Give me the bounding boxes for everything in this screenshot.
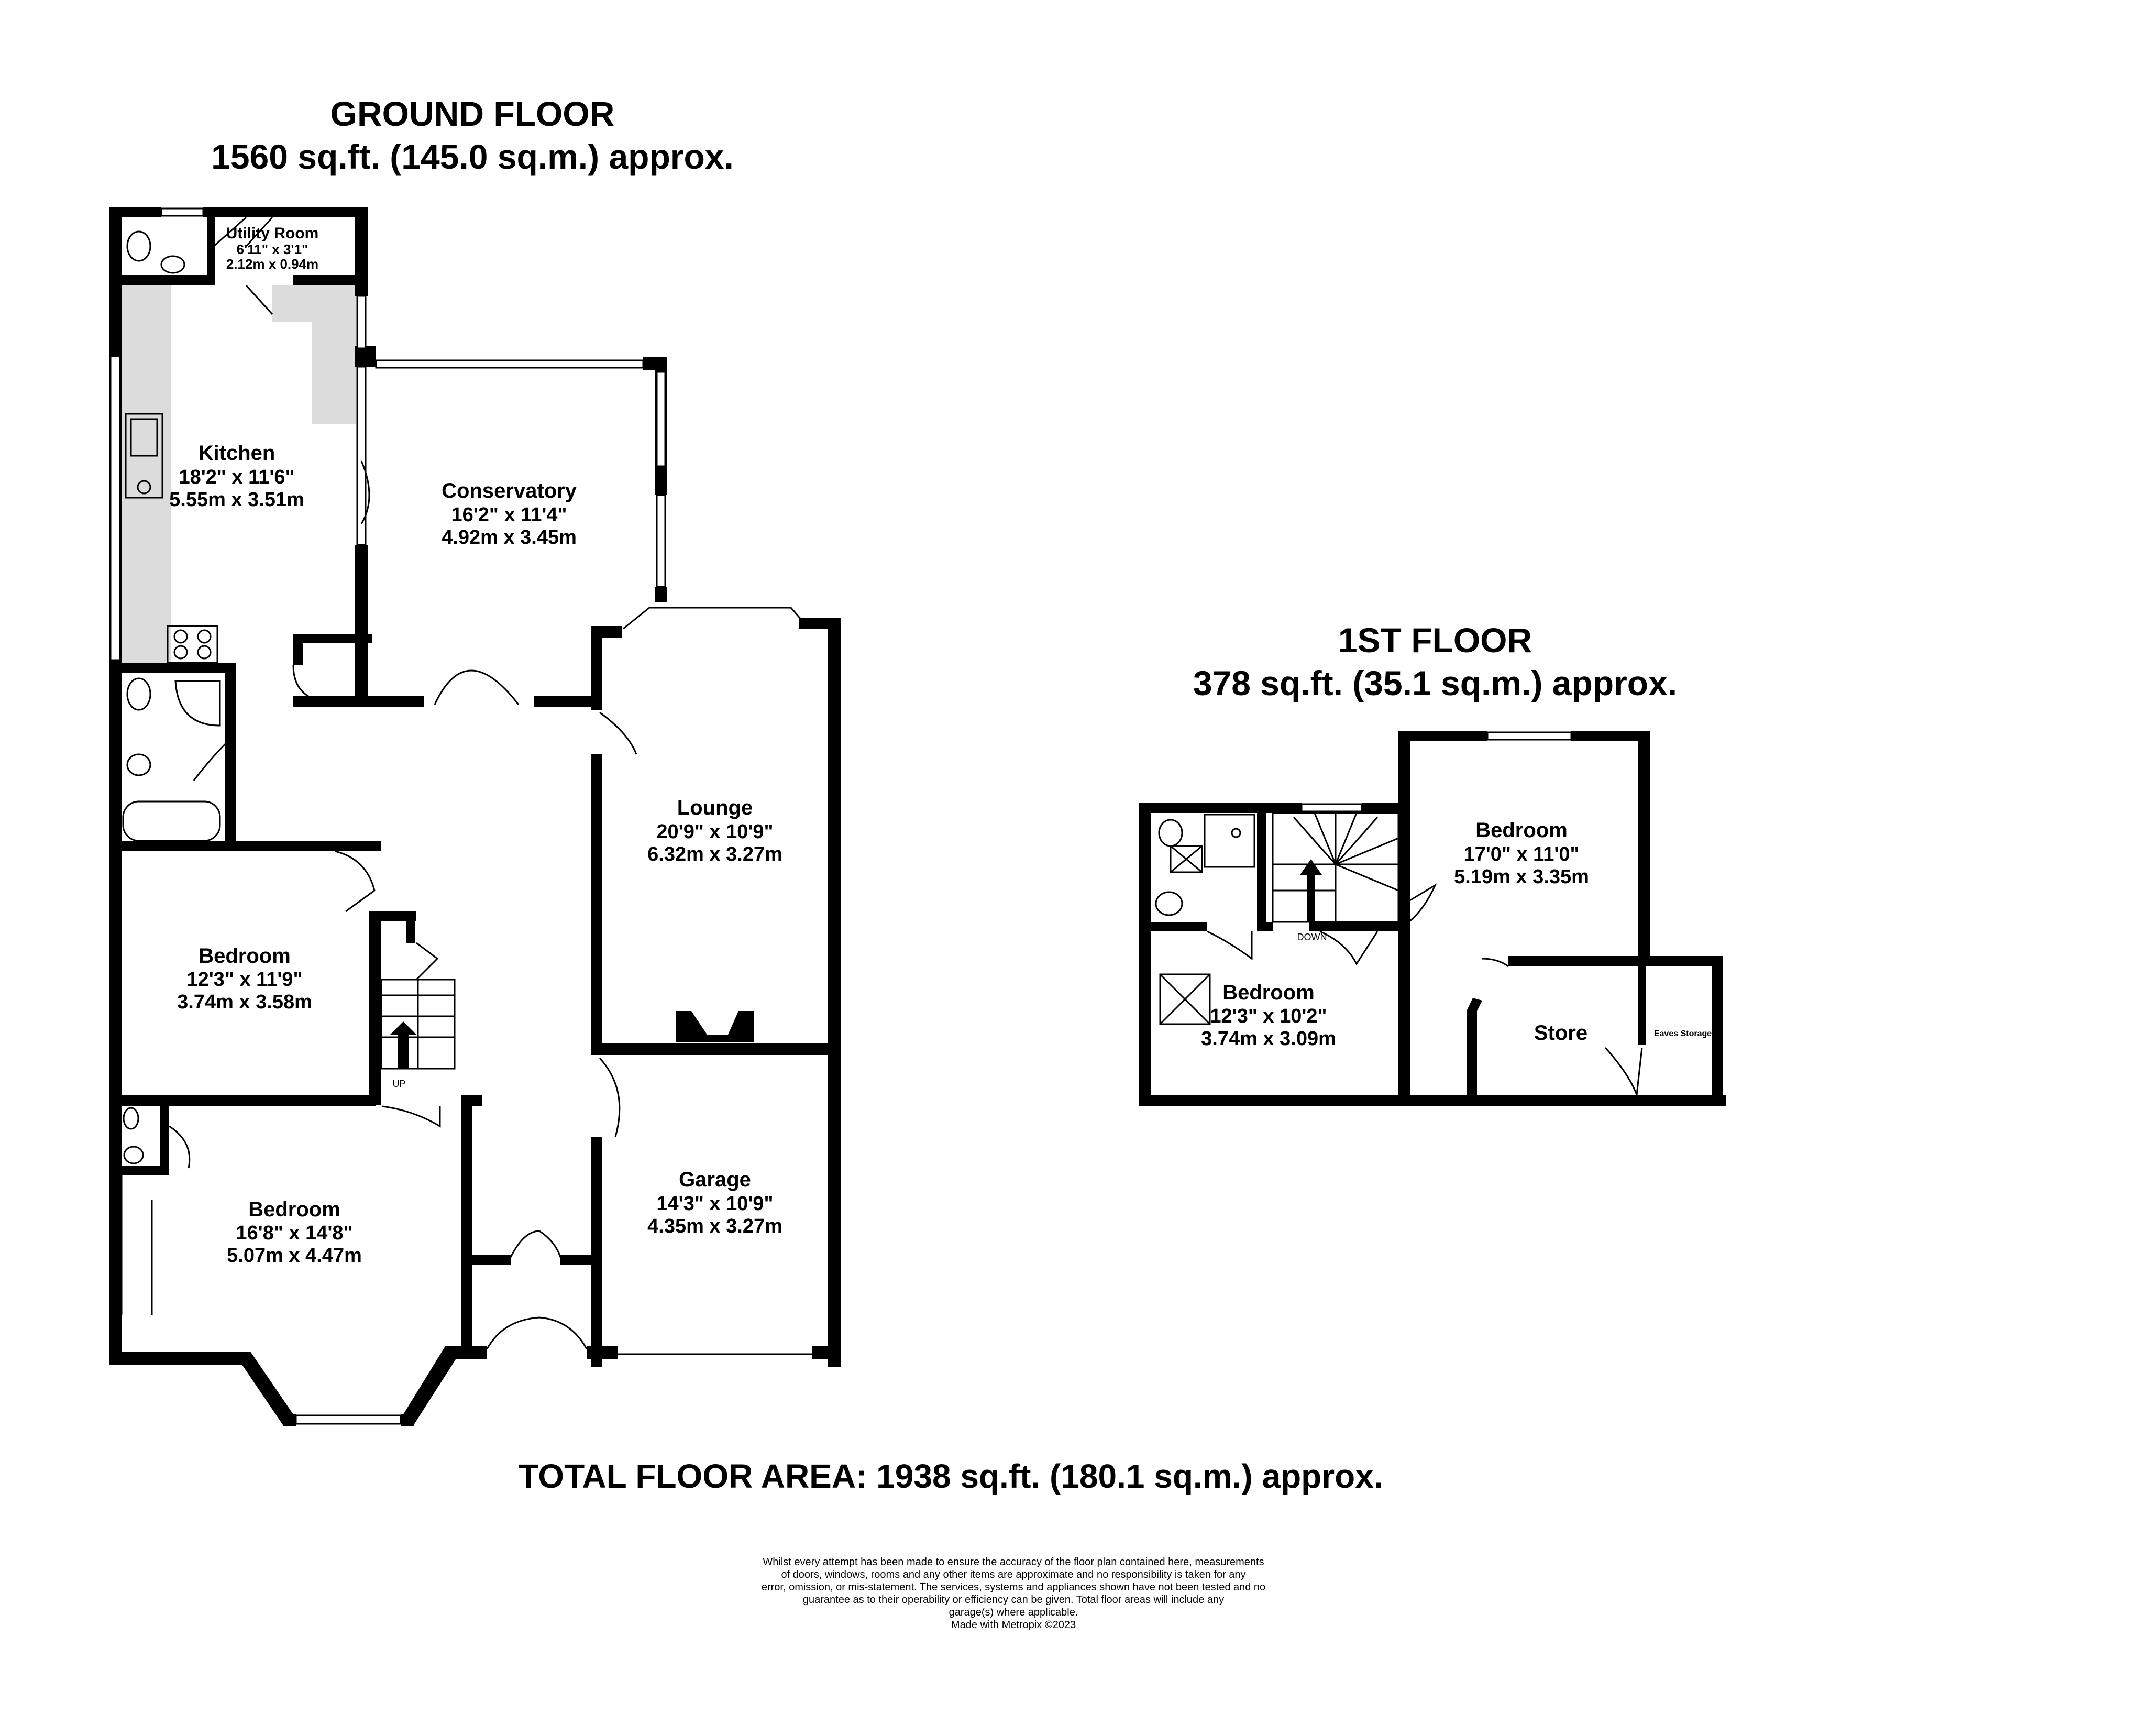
- total-floor-area: TOTAL FLOOR AREA: 1938 sq.ft. (180.1 sq.…: [518, 1457, 1383, 1495]
- svg-text:16'2" x 11'4": 16'2" x 11'4": [451, 504, 567, 526]
- svg-text:2.12m x 0.94m: 2.12m x 0.94m: [226, 256, 318, 272]
- svg-text:Made with Metropix ©2023: Made with Metropix ©2023: [951, 1619, 1076, 1631]
- svg-text:Utility Room: Utility Room: [226, 225, 319, 242]
- kitchen-worktop: [122, 285, 171, 663]
- svg-text:4.35m x 3.27m: 4.35m x 3.27m: [647, 1215, 782, 1237]
- svg-text:12'3" x 10'2": 12'3" x 10'2": [1210, 1005, 1327, 1027]
- svg-text:Bedroom: Bedroom: [248, 1198, 340, 1221]
- room-label-eaves-storage: Eaves Storage: [1654, 1029, 1712, 1038]
- svg-text:4.92m x 3.45m: 4.92m x 3.45m: [442, 526, 577, 548]
- kitchen-worktop-side: [312, 285, 356, 424]
- svg-text:17'0" x 11'0": 17'0" x 11'0": [1463, 843, 1579, 865]
- svg-text:Conservatory: Conservatory: [442, 479, 577, 502]
- ground-floor-doors: [169, 216, 637, 1349]
- svg-text:18'2" x 11'6": 18'2" x 11'6": [179, 466, 294, 488]
- svg-text:3.74m x 3.09m: 3.74m x 3.09m: [1201, 1028, 1336, 1050]
- svg-text:12'3" x 11'9": 12'3" x 11'9": [186, 969, 302, 991]
- svg-text:3.74m x 3.58m: 3.74m x 3.58m: [177, 991, 312, 1013]
- room-label-kitchen: Kitchen 18'2" x 11'6" 5.55m x 3.51m: [169, 442, 304, 511]
- ground-floor-area: 1560 sq.ft. (145.0 sq.m.) approx.: [211, 137, 734, 176]
- ground-floor-fixtures: [122, 230, 221, 1164]
- svg-text:16'8" x 14'8": 16'8" x 14'8": [236, 1222, 352, 1244]
- first-floor-windows: [1300, 731, 1572, 812]
- room-label-utility: Utility Room 6'11" x 3'1" 2.12m x 0.94m: [226, 225, 319, 272]
- svg-text:of doors, windows, rooms and a: of doors, windows, rooms and any other i…: [781, 1569, 1245, 1580]
- room-label-bedroom-first-1: Bedroom 17'0" x 11'0" 5.19m x 3.35m: [1454, 819, 1589, 888]
- svg-text:6.32m x 3.27m: 6.32m x 3.27m: [647, 843, 782, 865]
- svg-text:6'11" x 3'1": 6'11" x 3'1": [237, 241, 308, 257]
- svg-text:Bedroom: Bedroom: [199, 944, 291, 968]
- svg-text:Whilst every attempt has been: Whilst every attempt has been made to en…: [763, 1556, 1264, 1568]
- first-floor-title: 1ST FLOOR: [1338, 621, 1532, 660]
- room-label-lounge: Lounge 20'9" x 10'9" 6.32m x 3.27m: [647, 796, 782, 865]
- svg-text:Bedroom: Bedroom: [1222, 981, 1315, 1004]
- ground-floor-plan: GROUND FLOOR 1560 sq.ft. (145.0 sq.m.) a…: [109, 94, 841, 1426]
- svg-text:14'3" x 10'9": 14'3" x 10'9": [656, 1193, 773, 1215]
- svg-text:Kitchen: Kitchen: [199, 442, 275, 465]
- ground-floor-title: GROUND FLOOR: [330, 94, 615, 133]
- room-label-bedroom-ground-1: Bedroom 12'3" x 11'9" 3.74m x 3.58m: [177, 944, 312, 1013]
- svg-text:5.19m x 3.35m: 5.19m x 3.35m: [1454, 866, 1589, 888]
- svg-text:Lounge: Lounge: [677, 796, 753, 819]
- ground-floor-windows: [109, 207, 812, 1425]
- room-label-store: Store: [1534, 1021, 1587, 1045]
- first-floor-doors: [1207, 883, 1643, 1095]
- room-label-garage: Garage 14'3" x 10'9" 4.35m x 3.27m: [647, 1168, 782, 1237]
- first-floor-stairs: [1272, 812, 1399, 923]
- first-floor-walls: [1139, 731, 1726, 1106]
- stairs-down-label: DOWN: [1297, 932, 1327, 942]
- first-floor-area: 378 sq.ft. (35.1 sq.m.) approx.: [1193, 664, 1677, 702]
- ground-floor-stairs: [380, 942, 456, 1070]
- svg-text:Bedroom: Bedroom: [1475, 819, 1568, 842]
- svg-text:Garage: Garage: [679, 1168, 751, 1191]
- svg-text:5.55m x 3.51m: 5.55m x 3.51m: [169, 489, 304, 511]
- svg-text:5.07m x 4.47m: 5.07m x 4.47m: [227, 1245, 362, 1267]
- first-floor-plan: 1ST FLOOR 378 sq.ft. (35.1 sq.m.) approx…: [1139, 621, 1726, 1106]
- stairs-up-label: UP: [392, 1079, 405, 1089]
- svg-text:guarantee as to their operabil: guarantee as to their operability or eff…: [803, 1594, 1224, 1606]
- first-floor-fixtures: [1155, 814, 1255, 1025]
- room-label-bedroom-ground-2: Bedroom 16'8" x 14'8" 5.07m x 4.47m: [227, 1198, 362, 1267]
- room-label-bedroom-first-2: Bedroom 12'3" x 10'2" 3.74m x 3.09m: [1201, 981, 1336, 1050]
- room-label-conservatory: Conservatory 16'2" x 11'4" 4.92m x 3.45m: [442, 479, 577, 548]
- svg-text:garage(s) where applicable.: garage(s) where applicable.: [949, 1607, 1078, 1618]
- disclaimer: Whilst every attempt has been made to en…: [762, 1556, 1265, 1631]
- svg-text:error, omission, or mis-statem: error, omission, or mis-statement. The s…: [762, 1581, 1265, 1593]
- svg-text:20'9" x 10'9": 20'9" x 10'9": [656, 821, 773, 843]
